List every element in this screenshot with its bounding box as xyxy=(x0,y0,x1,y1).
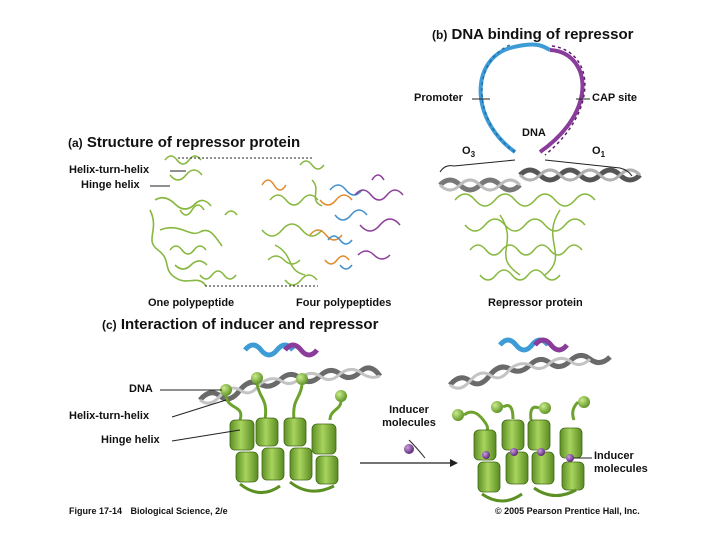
reaction-arrowhead xyxy=(450,459,458,467)
a-hinge-label: Hinge helix xyxy=(81,179,140,191)
c-hth-leader xyxy=(172,400,226,417)
cap-site-label: CAP site xyxy=(592,92,637,104)
o3-letter: O xyxy=(462,145,471,157)
figure-number: Figure 17-14 xyxy=(69,506,122,516)
o1-subscript: 1 xyxy=(601,150,605,159)
tetramer-structure xyxy=(262,161,403,285)
bound-repressor-structure xyxy=(455,194,595,280)
panel-b-tag: (b) xyxy=(432,28,447,42)
panel-a-title: (a) Structure of repressor protein xyxy=(68,134,300,151)
operator-o3-label: O3 xyxy=(462,145,475,159)
promoter-label: Promoter xyxy=(414,92,463,104)
operator-o1-label: O1 xyxy=(592,145,605,159)
c-right-repressor xyxy=(452,396,590,501)
copyright-notice: © 2005 Pearson Prentice Hall, Inc. xyxy=(495,506,640,516)
single-polypeptide-structure xyxy=(150,156,237,286)
c-hth-label: Helix-turn-helix xyxy=(69,410,149,422)
panel-c-title: (c) Interaction of inducer and repressor xyxy=(102,316,378,333)
c-inducer-right-label: Inducer molecules xyxy=(594,450,658,476)
c-inducer-mid-label: Inducer molecules xyxy=(378,404,440,430)
book-title: Biological Science, 2/e xyxy=(131,506,228,516)
dna-loop-label: DNA xyxy=(522,127,546,139)
c-dna-label: DNA xyxy=(129,383,153,395)
panel-b-heading: DNA binding of repressor xyxy=(452,26,634,43)
o3-subscript: 3 xyxy=(471,150,475,159)
o3-brace xyxy=(440,160,515,172)
c-right-dna xyxy=(450,340,610,388)
figure-credit: Figure 17-14 Biological Science, 2/e xyxy=(69,506,228,516)
panel-b-title: (b) DNA binding of repressor xyxy=(432,26,633,43)
panel-a-tag: (a) xyxy=(68,136,83,150)
one-polypeptide-caption: One polypeptide xyxy=(148,297,234,309)
repressor-protein-caption: Repressor protein xyxy=(488,297,583,309)
operator-dna xyxy=(440,170,640,190)
c-hinge-label: Hinge helix xyxy=(101,434,160,446)
free-inducer-molecule xyxy=(404,444,414,454)
o1-letter: O xyxy=(592,145,601,157)
a-hth-label: Helix-turn-helix xyxy=(69,164,149,176)
panel-a-heading: Structure of repressor protein xyxy=(87,134,300,151)
panel-c-tag: (c) xyxy=(102,318,117,332)
four-polypeptides-caption: Four polypeptides xyxy=(296,297,391,309)
panel-c-heading: Interaction of inducer and repressor xyxy=(121,316,379,333)
